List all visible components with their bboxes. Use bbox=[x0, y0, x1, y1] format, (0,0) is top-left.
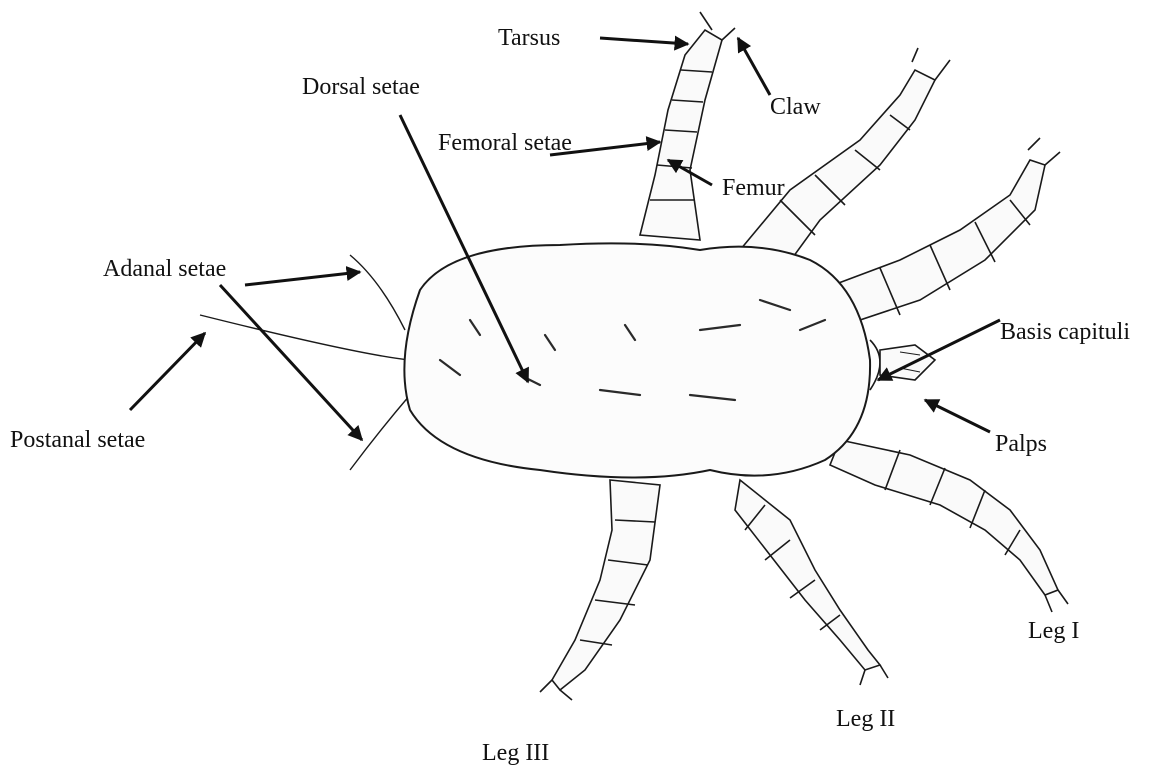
leg-iii-upper bbox=[640, 12, 735, 240]
label-palps: Palps bbox=[995, 432, 1047, 456]
label-leg-i: Leg I bbox=[1028, 619, 1079, 643]
leg-i-right bbox=[830, 440, 1068, 612]
label-basis-capituli: Basis capituli bbox=[1000, 320, 1130, 344]
leg-iii-lower bbox=[540, 480, 660, 700]
arrow-adanal-2 bbox=[220, 285, 362, 440]
label-leg-iii: Leg III bbox=[482, 741, 549, 765]
label-femur: Femur bbox=[722, 176, 785, 200]
label-leg-ii: Leg II bbox=[836, 707, 895, 731]
posterior-setae bbox=[200, 255, 410, 470]
label-adanal-setae: Adanal setae bbox=[103, 257, 226, 281]
label-claw: Claw bbox=[770, 95, 821, 119]
arrow-palps bbox=[925, 400, 990, 432]
arrow-tarsus bbox=[600, 38, 688, 44]
arrow-claw bbox=[738, 38, 770, 95]
leg-ii-lower bbox=[735, 480, 888, 685]
label-tarsus: Tarsus bbox=[498, 26, 560, 50]
label-postanal-setae: Postanal setae bbox=[10, 428, 145, 452]
arrow-adanal-1 bbox=[245, 272, 360, 285]
label-dorsal-setae: Dorsal setae bbox=[302, 75, 420, 99]
leg-iv-upper bbox=[740, 48, 950, 275]
arrow-postanal bbox=[130, 333, 205, 410]
label-femoral-setae: Femoral setae bbox=[438, 131, 572, 155]
